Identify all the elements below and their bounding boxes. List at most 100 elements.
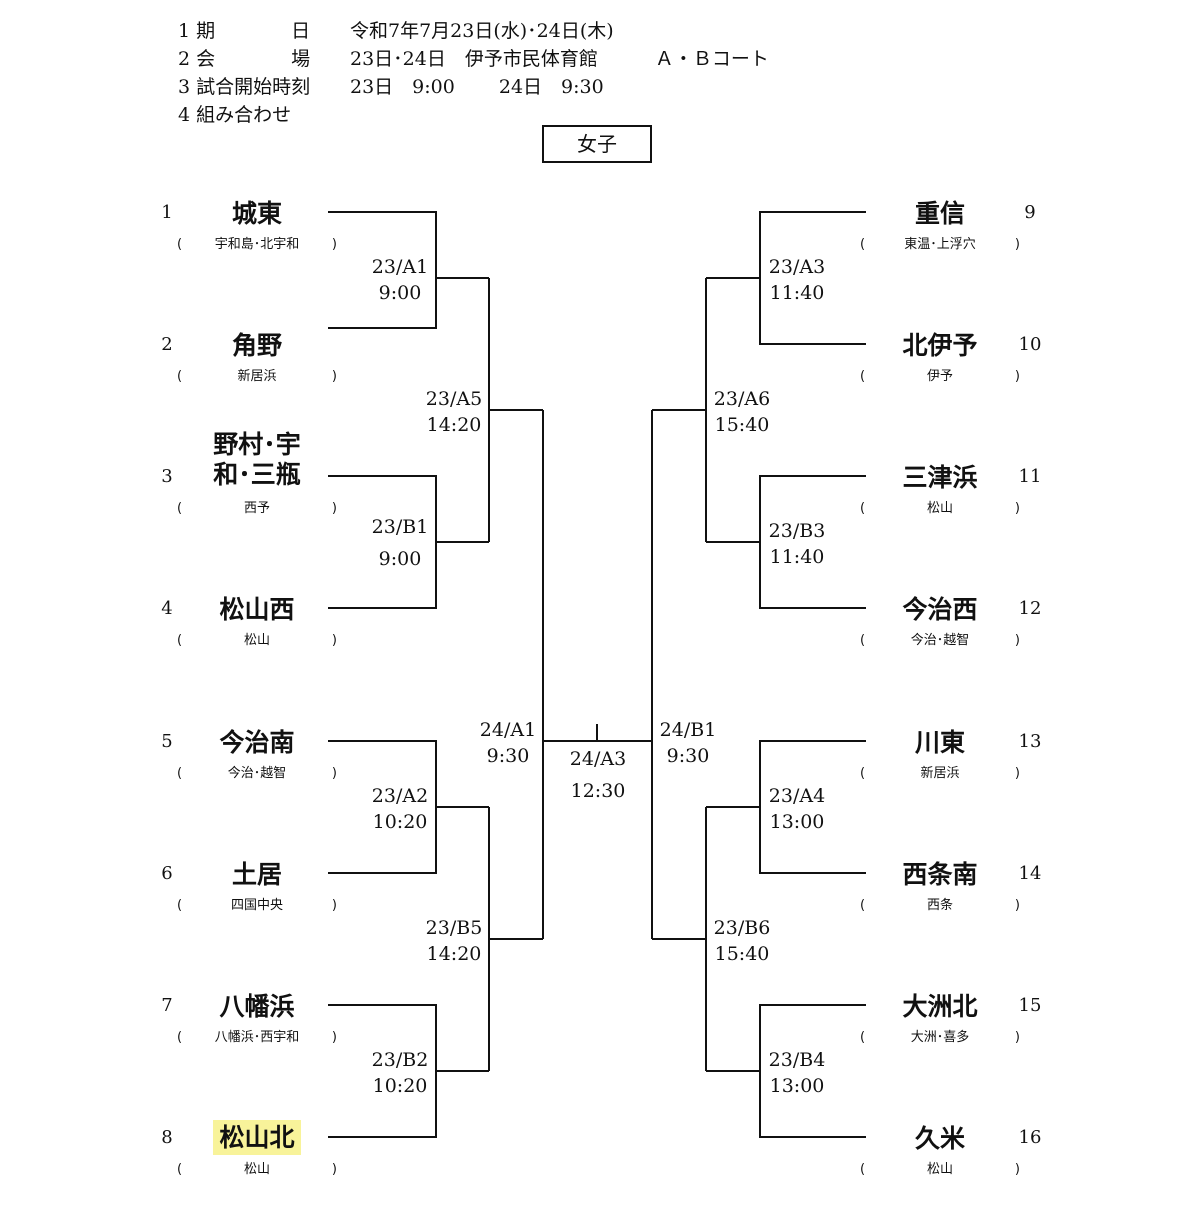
paren-open: ( [177, 369, 183, 384]
paren-close: ) [331, 898, 337, 913]
match-time: 14:20 [426, 943, 482, 965]
bracket-r1-a4 [706, 740, 866, 874]
team-name: 今治南 [177, 728, 337, 758]
match-code: 23/A5 [425, 388, 483, 410]
bracket-r1-b1 [328, 475, 489, 609]
team-region: (今治･越智) [860, 633, 1020, 649]
team-region: ( 四国中央) [177, 898, 337, 914]
team-name-line-1: 野村･宇 [213, 430, 301, 459]
team-name-line-2: 和･三瓶 [213, 460, 301, 489]
paren-close: ) [1014, 1030, 1020, 1045]
match-code: 23/B4 [768, 1049, 826, 1071]
paren-open: ( [860, 1162, 866, 1177]
region-text: 伊予 [926, 369, 953, 384]
match-code: 23/A3 [768, 256, 826, 278]
team-name-text: 土居 [231, 860, 282, 889]
paren-open: ( [860, 369, 866, 384]
header-line-2: 2 会 場 23日･24日 伊予市民体育館 Ａ・Ｂコート [178, 44, 769, 71]
team-name: 角野 [177, 331, 337, 361]
bracket-r1-b3 [706, 475, 866, 609]
paren-close: ) [1014, 237, 1020, 252]
team-region: (伊予) [860, 369, 1020, 385]
match-label-23-a6: 23/A6 15:40 [697, 386, 787, 438]
region-text: 東温･上浮穴 [904, 237, 976, 252]
team-name: 久米 [860, 1124, 1020, 1154]
region-text: 松山 [926, 1162, 953, 1177]
team-name: 松山北 [177, 1120, 337, 1155]
bracket-r1-a1 [328, 211, 489, 329]
match-code: 23/B3 [768, 520, 826, 542]
region-text: 今治･越智 [227, 766, 287, 781]
bracket-r2-a5 [488, 278, 543, 542]
bracket-r2-b5 [488, 807, 543, 1071]
match-code: 23/A6 [713, 388, 771, 410]
paren-open: ( [860, 501, 866, 516]
match-label-23-a5: 23/A5 14:20 [409, 386, 499, 438]
team-region: (今治･越智) [177, 766, 337, 782]
seed-number: 5 [161, 731, 173, 752]
team-region: (松山) [860, 501, 1020, 517]
match-time: 10:20 [372, 1075, 428, 1097]
match-label-24-a3: 24/A3 12:30 [553, 746, 643, 804]
team-region: (新居浜) [860, 766, 1020, 782]
match-code: 23/B6 [713, 917, 771, 939]
match-code: 23/A1 [371, 256, 429, 278]
seed-number: 9 [1024, 202, 1036, 223]
match-time: 13:00 [769, 811, 825, 833]
paren-close: ) [331, 501, 337, 516]
region-text: 四国中央 [230, 898, 283, 913]
region-text: 今治･越智 [910, 633, 970, 648]
team-name: 川東 [860, 728, 1020, 758]
header-line-1: 1 期 日 令和7年7月23日(水)･24日(木) [178, 16, 614, 43]
match-code: 24/A3 [569, 748, 627, 770]
region-text: 西条 [926, 898, 953, 913]
match-time: 15:40 [714, 414, 770, 436]
region-text: 宇和島･北宇和 [214, 237, 300, 252]
bracket-r2-b6 [652, 807, 707, 1071]
division-label: 女子 [542, 125, 652, 163]
team-region: (松山) [860, 1162, 1020, 1178]
team-name-text: 久米 [914, 1124, 965, 1153]
paren-close: ) [331, 237, 337, 252]
region-text: 新居浜 [237, 369, 277, 384]
bracket-sf-left [542, 410, 597, 939]
paren-open: ( [860, 1030, 866, 1045]
team-name: 今治西 [860, 595, 1020, 625]
team-name: 三津浜 [860, 463, 1020, 493]
match-code: 24/B1 [659, 719, 717, 741]
seed-number: 2 [161, 334, 173, 355]
match-code: 23/B1 [371, 516, 429, 538]
header-line-3: 3 試合開始時刻 23日 9:00 24日 9:30 [178, 72, 604, 99]
team-name: 西条南 [860, 860, 1020, 890]
bracket-r1-b4 [706, 1004, 866, 1138]
team-name: 野村･宇 和･三瓶 [177, 430, 337, 490]
team-region: (大洲･喜多) [860, 1030, 1020, 1046]
match-time: 12:30 [570, 780, 626, 802]
paren-close: ) [1014, 898, 1020, 913]
match-label-23-b6: 23/B6 15:40 [697, 915, 787, 967]
seed-number: 1 [161, 202, 173, 223]
paren-open: ( [177, 898, 183, 913]
paren-close: ) [331, 1162, 337, 1177]
header-label: 2 会 場 [178, 48, 311, 70]
paren-close: ) [1014, 501, 1020, 516]
paren-open: ( [177, 1162, 183, 1177]
match-time: 14:20 [426, 414, 482, 436]
bracket-r1-a2 [328, 740, 489, 874]
team-name: 重信 [860, 199, 1020, 229]
team-name: 北伊予 [860, 331, 1020, 361]
paren-open: ( [177, 766, 183, 781]
seed-number: 7 [161, 995, 173, 1016]
match-time: 15:40 [714, 943, 770, 965]
paren-open: ( [860, 766, 866, 781]
region-text: 八幡浜･西宇和 [214, 1030, 300, 1045]
paren-open: ( [860, 898, 866, 913]
bracket-sf-right [597, 410, 653, 939]
seed-number: 6 [161, 863, 173, 884]
match-time: 9:30 [486, 745, 530, 767]
paren-open: ( [177, 633, 183, 648]
